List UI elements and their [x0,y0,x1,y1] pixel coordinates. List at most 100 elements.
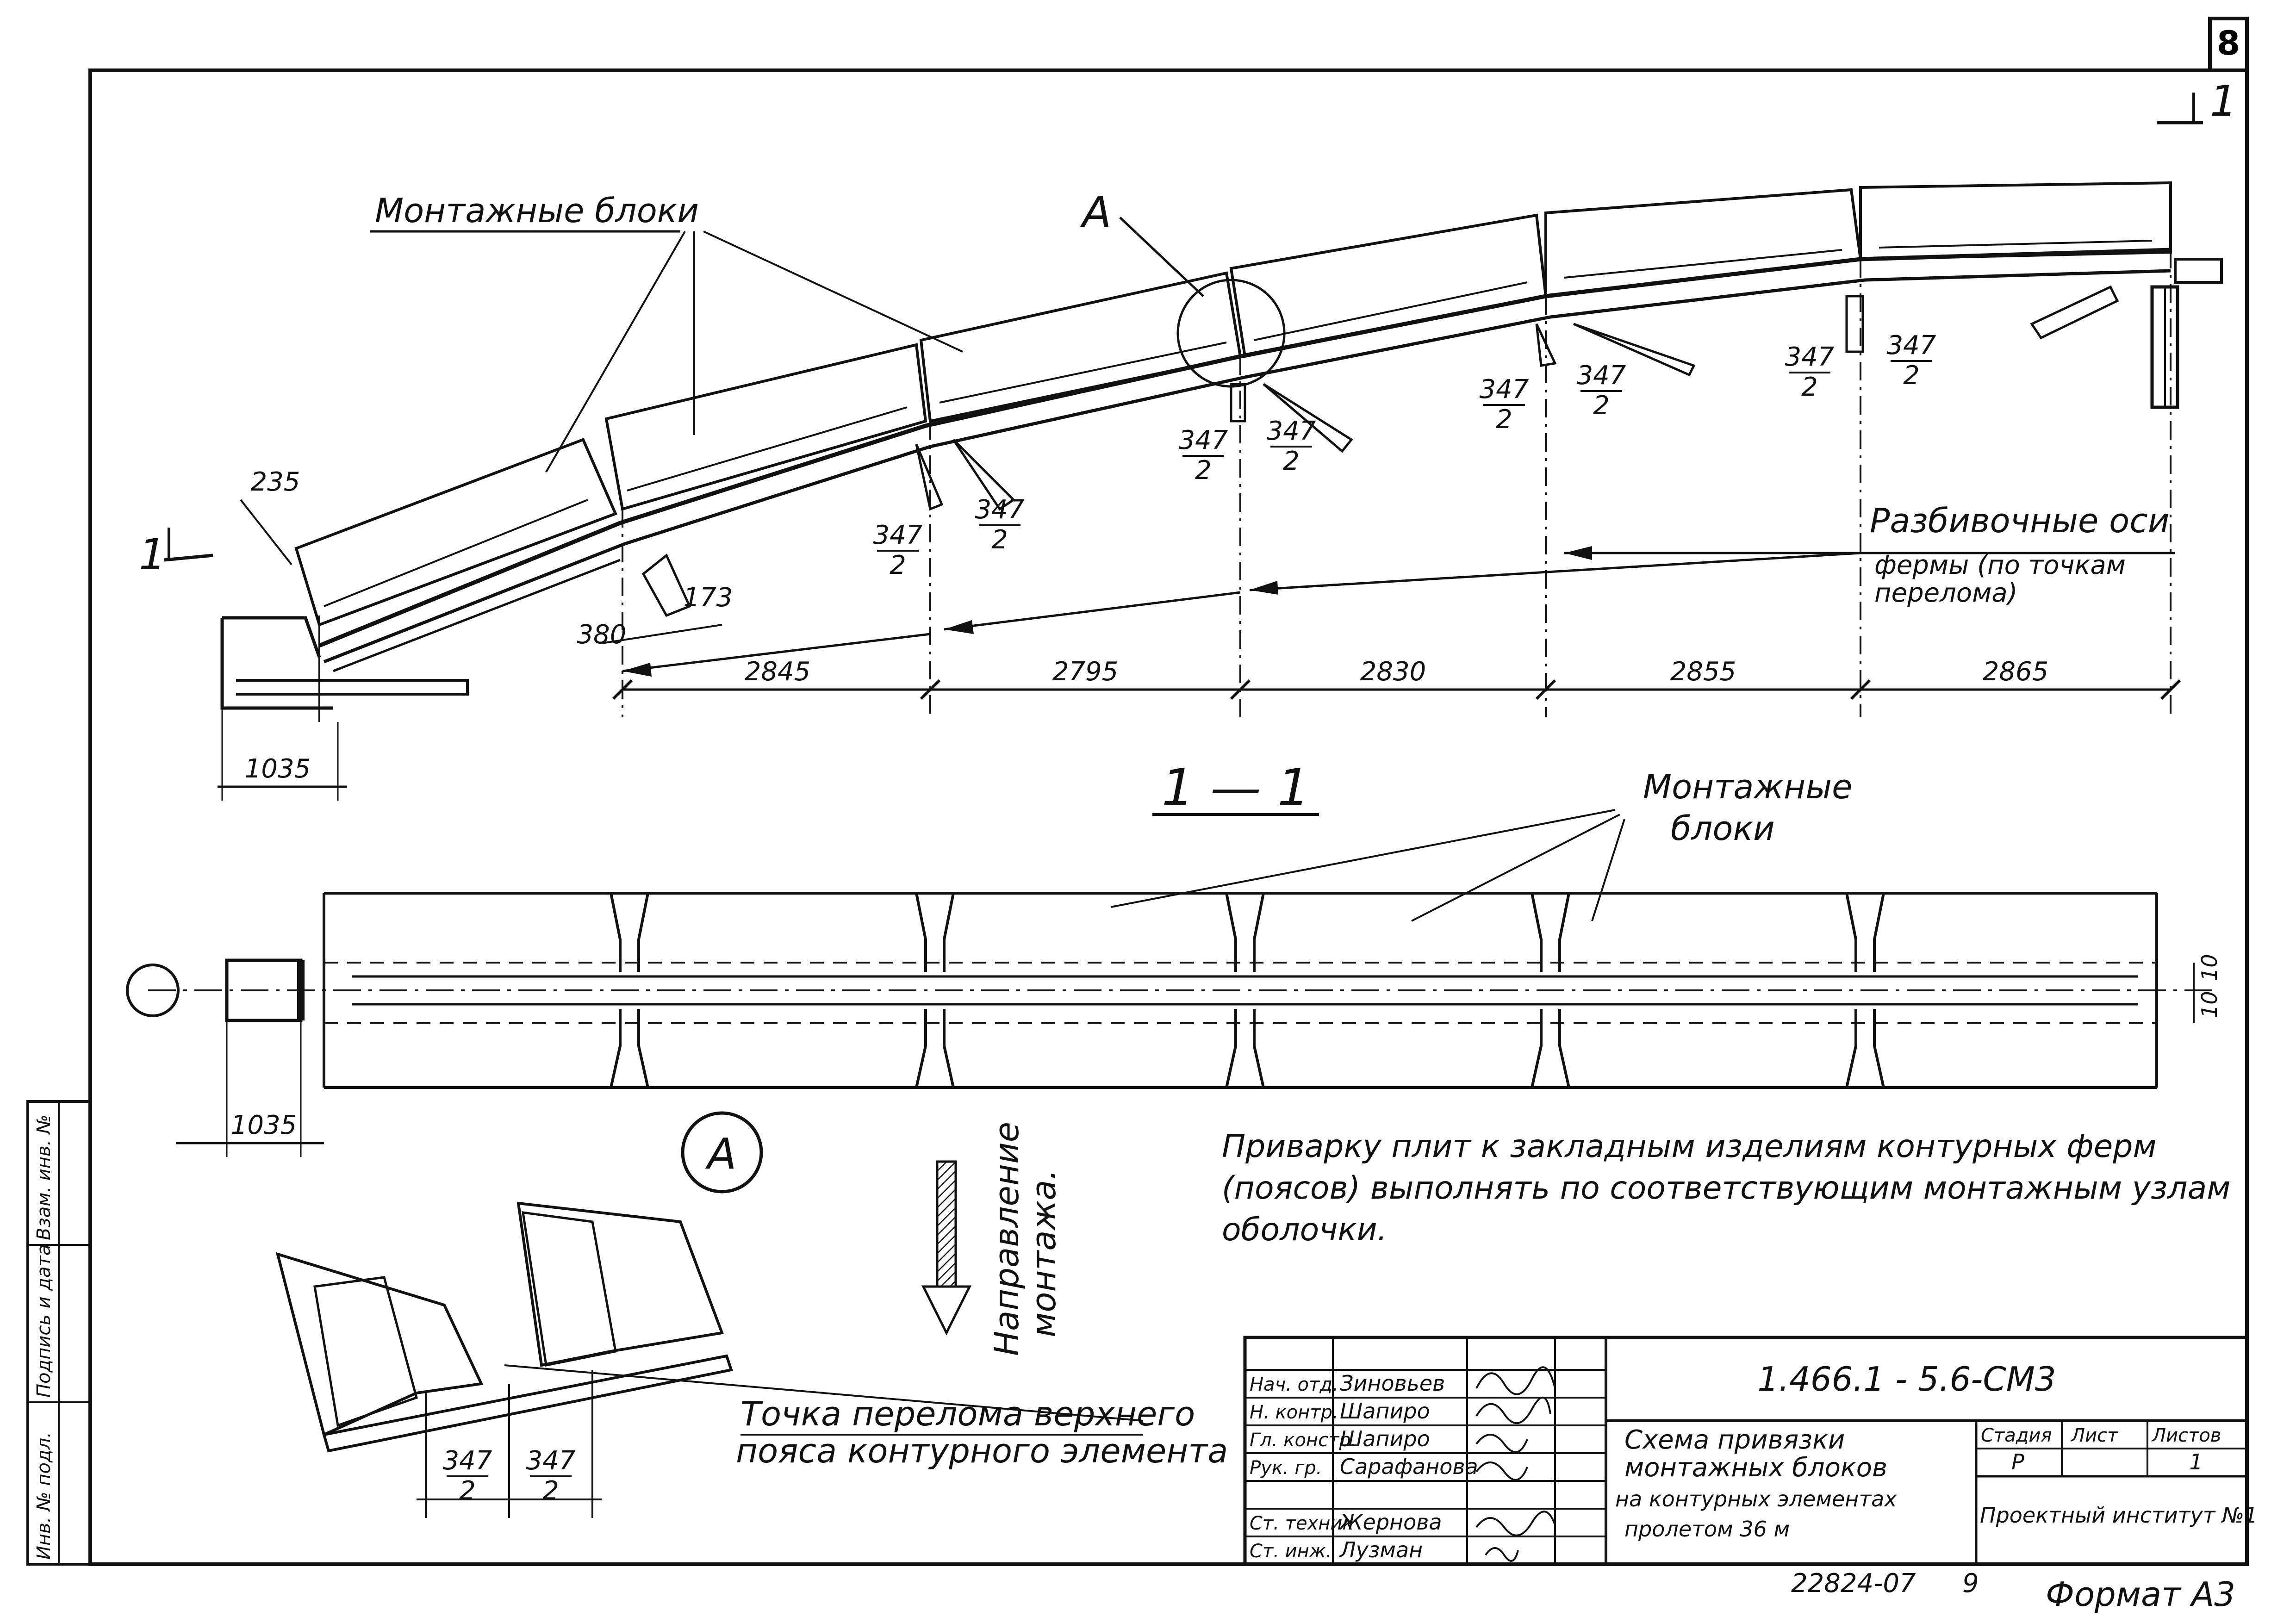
section-view: 1 — 1 Монтажные блоки 1 [126,758,2222,1157]
drawing-code: 1.466.1 - 5.6-CM3 [1757,1360,2056,1399]
section-dim-1035: 1035 [231,1110,297,1140]
detail-half-num-2: 347 [526,1446,576,1476]
title-roles: Нач. отд. Зиновьев Н. контр. Шапиро Гл. … [1250,1371,1478,1562]
page-number: 8 [2217,24,2240,62]
col-sheet: Лист [2070,1425,2119,1446]
detail-a-marker-label: A [705,1129,737,1179]
archive-suffix: 9 [1962,1568,1979,1598]
half-dim-num: 347 [873,520,923,550]
side-stamp-replace: Взам. инв. № [33,1114,55,1240]
label-axes-line3: перелома) [1874,578,2018,608]
half-dim-den: 2 [1801,372,1818,402]
mount-block-5 [1544,188,1862,298]
mount-block-2 [604,343,927,511]
direction-label-1: Направление [987,1122,1026,1356]
detail-half-den-2: 2 [542,1476,559,1506]
svg-text:1: 1 [2210,76,2237,126]
half-dim-den: 2 [1195,455,1212,485]
node-a-label: A [1080,187,1112,237]
side-stamp-sign: Подпись и дата [33,1244,55,1398]
span-dim-4: 2855 [1670,657,1736,687]
half-dim-pair-2: 347 2 347 2 [1179,416,1316,485]
half-dims-elevation: 347 2 347 2 347 2 347 2 347 2 347 [873,330,1936,580]
detail-block-left [275,1252,484,1437]
col-stage: Стадия [1981,1425,2052,1446]
half-dim-den: 2 [991,525,1008,555]
detail-chord [322,1354,733,1453]
detail-label-line1: Точка перелома верхнего [740,1394,1195,1433]
sheets-value: 1 [2189,1449,2203,1474]
role-label: Ст. техник [1250,1513,1354,1534]
dim-235: 235 [251,467,300,497]
dim-173: 173 [684,583,733,613]
role-name: Лузман [1339,1537,1423,1562]
half-dim-num: 347 [1785,342,1835,372]
half-dim-num: 347 [975,495,1025,525]
dim-1035-top: 1035 [245,754,311,784]
section-dim-10-top: 10 [2197,954,2222,981]
svg-text:1: 1 [139,530,166,579]
detail-label-line2: пояса контурного элемента [736,1431,1228,1470]
signatures [1475,1366,1556,1562]
detail-block-right [516,1201,724,1367]
label-axes-line1: Разбивочные оси [1870,501,2170,540]
section-mark-top: 1 [2157,76,2237,126]
span-dim-3: 2830 [1360,657,1426,687]
side-stamp: Инв. № подл. Подпись и дата Взам. инв. № [26,1100,92,1566]
half-dim-pair-1: 347 2 347 2 [873,495,1025,580]
half-dim-num: 347 [1179,425,1228,455]
section-dim-10-bottom: 10 [2197,991,2222,1018]
half-dim-den: 2 [1283,446,1300,476]
role-label: Н. контр. [1250,1402,1338,1423]
col-sheets: Листов [2151,1425,2221,1446]
direction-label-2: монтажа. [1024,1169,1063,1337]
dim-380: 380 [577,620,627,650]
role-label: Нач. отд. [1250,1374,1338,1395]
format-label: Формат А3 [2046,1575,2235,1614]
section-label-blocks-2: блоки [1671,809,1775,848]
role-name: Сарафанова [1340,1454,1478,1479]
role-name: Зиновьев [1340,1371,1445,1396]
role-name: Жернова [1338,1510,1442,1535]
half-dim-pair-3: 347 2 347 2 [1480,361,1626,435]
title-line2: монтажных блоков [1624,1453,1887,1483]
note-line3: оболочки. [1222,1212,1387,1248]
node-a-circle [1176,279,1286,388]
role-label: Рук. гр. [1250,1457,1322,1479]
elevation-view: 2845 2795 2830 2855 2865 1035 235 380 17… [139,76,2237,801]
direction-arrow: Направление монтажа. [921,1122,1063,1356]
section-label-blocks-1: Монтажные [1643,767,1852,806]
detail-half-den-1: 2 [459,1476,476,1506]
span-dim-5: 2865 [1983,657,2049,687]
section-mark-left: 1 [139,528,213,579]
label-mounting-blocks: Монтажные блоки [375,191,699,230]
role-label: Гл. констр. [1250,1430,1356,1451]
title-line3: на контурных элементах [1615,1486,1897,1511]
half-dim-den: 2 [1496,404,1512,435]
section-title: 1 — 1 [1162,758,1310,817]
half-dim-den: 2 [890,550,906,580]
detail-a: A Точка перелома верхнего пояса контурно… [275,1111,1228,1518]
side-stamp-inv: Инв. № подл. [33,1432,55,1560]
half-dim-num: 347 [1267,416,1316,446]
label-axes-line2: фермы (по точкам [1874,550,2126,580]
half-dim-num: 347 [1577,361,1626,391]
half-dim-num: 347 [1480,374,1529,404]
detail-half-num-1: 347 [443,1446,492,1476]
mount-block-1 [294,438,618,627]
bottom-chord [323,269,2171,664]
stage-value: Р [2011,1449,2024,1474]
page-number-box [2208,17,2249,72]
title-block: Нач. отд. Зиновьев Н. контр. Шапиро Гл. … [1243,1336,2258,1566]
title-line1: Схема привязки [1624,1425,1845,1455]
half-dim-pair-4: 347 2 347 2 [1785,330,1936,402]
span-dim-1: 2845 [745,657,811,687]
section-axis-circle [126,964,180,1017]
organization: Проектный институт №1 [1980,1503,2258,1528]
role-name: Шапиро [1340,1426,1430,1451]
half-dim-den: 2 [1903,361,1920,391]
role-name: Шапиро [1340,1399,1430,1424]
half-dim-den: 2 [1593,391,1610,421]
note-line2: (поясов) выполнять по соответствующим мо… [1222,1170,2231,1206]
